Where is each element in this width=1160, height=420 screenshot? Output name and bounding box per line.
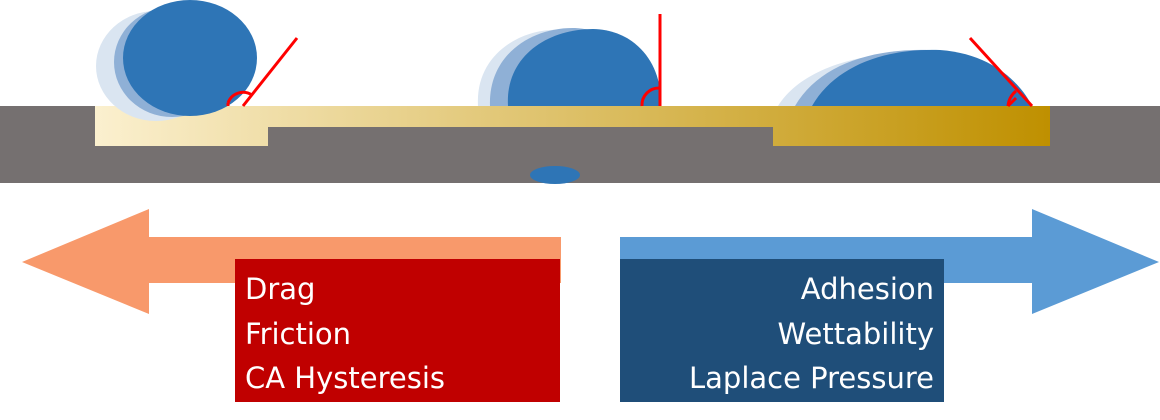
force-laplace-pressure: Laplace Pressure (689, 361, 934, 395)
contact-angle-marker (968, 36, 1034, 108)
force-wettability: Wettability (777, 316, 934, 351)
resisting-forces-list: Drag Friction CA Hysteresis (235, 259, 560, 402)
droplet-neutral (477, 14, 662, 184)
driving-forces-list: Adhesion Wettability Laplace Pressure (620, 259, 944, 402)
box-right-bg (620, 259, 944, 402)
force-ca-hysteresis: CA Hysteresis (245, 361, 445, 395)
box-left-bg (235, 259, 560, 402)
droplet-hydrophilic (778, 36, 1034, 108)
wettability-gradient-strip (95, 106, 1050, 146)
force-drag: Drag (245, 272, 316, 306)
droplet-hydrophobic (96, 0, 299, 121)
force-friction: Friction (245, 316, 352, 351)
force-adhesion: Adhesion (800, 272, 934, 306)
